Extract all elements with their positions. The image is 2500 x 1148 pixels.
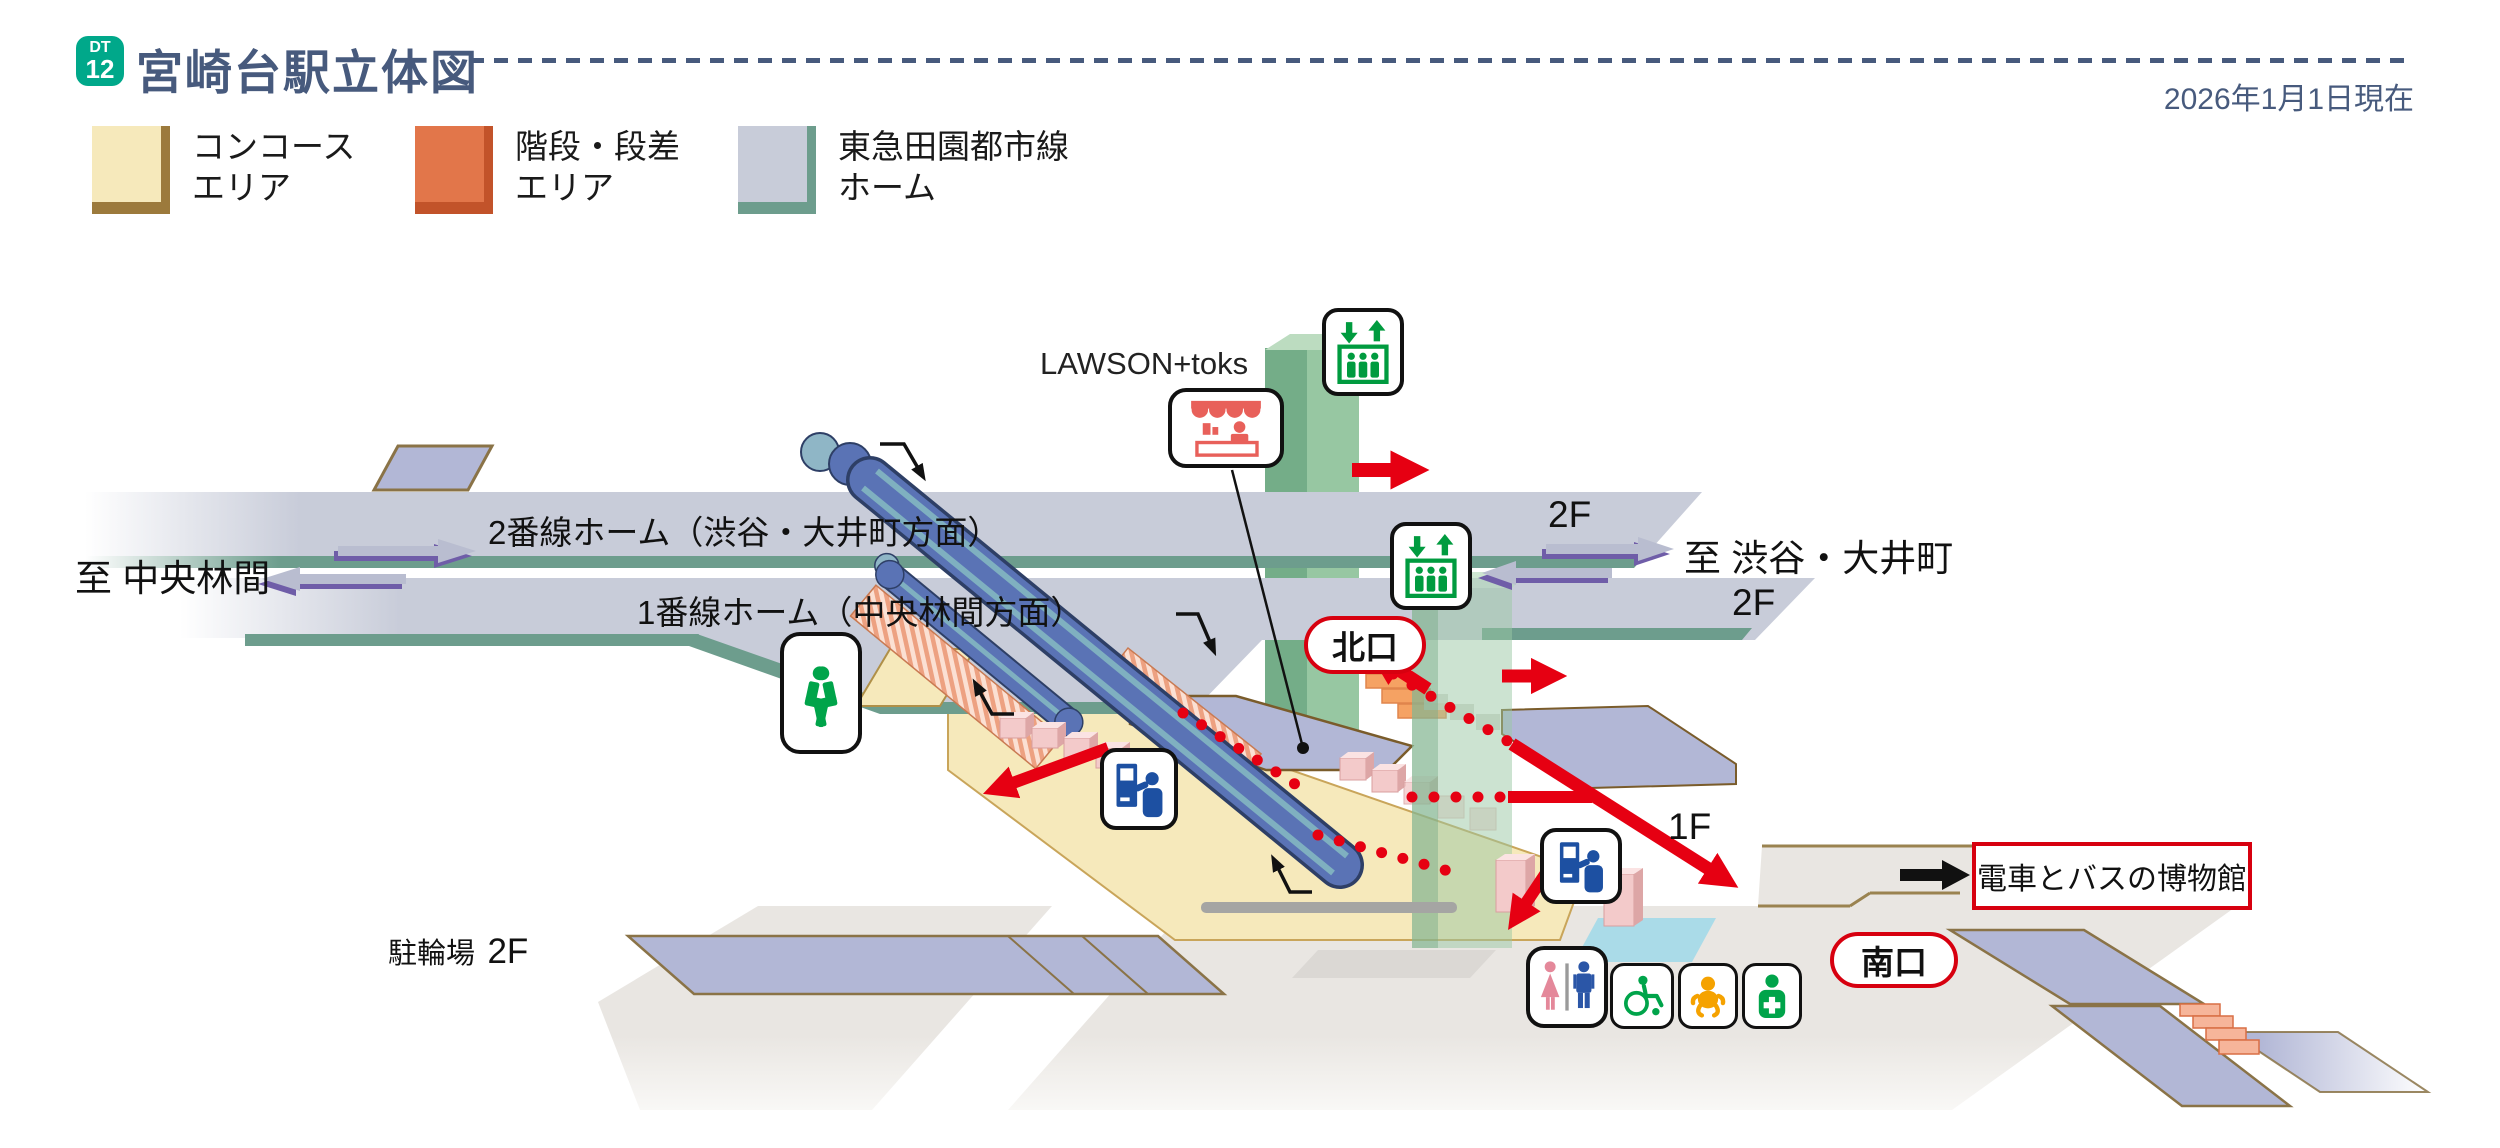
legend-item-stairs: 階段・段差 エリア (415, 126, 680, 214)
elevator-glyph (1337, 320, 1389, 384)
south-gate-base (1201, 902, 1457, 913)
header: DT 12 宮崎台駅立体図 2026年1月1日現在 (0, 0, 2500, 116)
waiting-room-glyph (804, 666, 838, 728)
south-exit-text: 南口 (1861, 944, 1927, 981)
ticket-machine-glyph (1559, 842, 1603, 893)
legend-label: ホーム (838, 169, 937, 206)
legend-item-platform: 東急田園都市線 ホーム (738, 126, 1069, 214)
route-arrows (982, 450, 1739, 930)
floor-label-1f: 1F (1668, 806, 1712, 847)
legend-swatch-platform (738, 126, 816, 214)
restroom-icon (1526, 946, 1608, 1028)
elevator-glyph (1405, 534, 1457, 598)
waiting-room-icon (780, 632, 862, 754)
store-icon (1168, 388, 1284, 468)
track-arrow-outbound-left (334, 539, 476, 568)
bicycle-parking-floor: 2F (487, 932, 529, 971)
legend-item-concourse: コンコース エリア (92, 126, 355, 214)
line-badge-number: 12 (85, 54, 115, 84)
baby-care-glyph (1690, 976, 1726, 1018)
direction-chuorinkan: 至 中央林間 (75, 558, 271, 599)
museum-arrow (1900, 860, 1970, 890)
legend-swatch-concourse (92, 126, 170, 214)
elevator-icon (1390, 522, 1472, 610)
ramp-stairs (2179, 1003, 2260, 1055)
store-label: LAWSON+toks (1040, 346, 1249, 381)
legend-label: 東急田園都市線 (838, 128, 1069, 165)
platform-2-ramp (371, 444, 495, 492)
platform-2-label: 2番線ホーム（渋谷・大井町方面） (488, 514, 1001, 551)
line-badge: DT 12 (76, 36, 124, 86)
museum-text: 電車とバスの博物館 (1977, 863, 2247, 896)
date-note: 2026年1月1日現在 (2163, 83, 2414, 116)
track-arrow-inbound-right (1478, 561, 1612, 590)
legend-label: エリア (192, 169, 291, 206)
wheelchair-glyph (1624, 975, 1664, 1016)
platform-1-label: 1番線ホーム（中央林間方面） (637, 594, 1084, 631)
ticket-machine-icon (1100, 748, 1178, 830)
main-escalator (800, 432, 1364, 889)
store-glyph (1191, 400, 1261, 457)
floor-label-2f-platform1: 2F (1732, 582, 1776, 623)
bicycle-parking-text: 駐輪場 (388, 938, 476, 970)
legend-swatch-stairs (415, 126, 493, 214)
stair-direction-arrows (880, 442, 1312, 894)
line-badge-code: DT (89, 39, 111, 56)
first-aid-icon (1742, 963, 1802, 1029)
south-gate-shadow (1292, 950, 1496, 978)
legend-label: 階段・段差 (515, 128, 680, 165)
north-exit-text: 北口 (1332, 629, 1398, 666)
page-title: 宮崎台駅立体図 (136, 46, 479, 99)
bicycle-parking-label: 駐輪場 2F (388, 930, 528, 972)
title-rule (470, 58, 2412, 63)
ticket-machine-icon (1540, 828, 1622, 904)
ticket-machine-glyph (1116, 763, 1163, 818)
elevator-icon (1322, 308, 1404, 396)
toilet-area (1574, 918, 1716, 962)
southeast-ramps (1945, 928, 2432, 1108)
wheelchair-icon (1610, 963, 1674, 1029)
first-aid-glyph (1758, 974, 1786, 1018)
restroom-glyph (1540, 961, 1595, 1011)
legend-label: コンコース (192, 128, 356, 165)
track-arrow-outbound-right (1542, 537, 1674, 566)
bicycle-parking-deck (624, 934, 1228, 996)
legend-label: エリア (515, 169, 614, 206)
baby-care-icon (1678, 963, 1738, 1029)
floor-label-2f-platform2: 2F (1548, 494, 1592, 535)
south-exit-label: 南口 (1830, 932, 1958, 988)
store-leader-line (1230, 469, 1309, 754)
floor-edge-step (1758, 844, 2248, 908)
direction-shibuya-oimachi: 至 渋谷・大井町 (1684, 538, 1954, 579)
east-bridge-landing (1501, 704, 1737, 790)
north-exit-label: 北口 (1304, 616, 1426, 674)
museum-label: 電車とバスの博物館 (1972, 842, 2252, 910)
track-arrow-inbound-left (258, 567, 406, 596)
